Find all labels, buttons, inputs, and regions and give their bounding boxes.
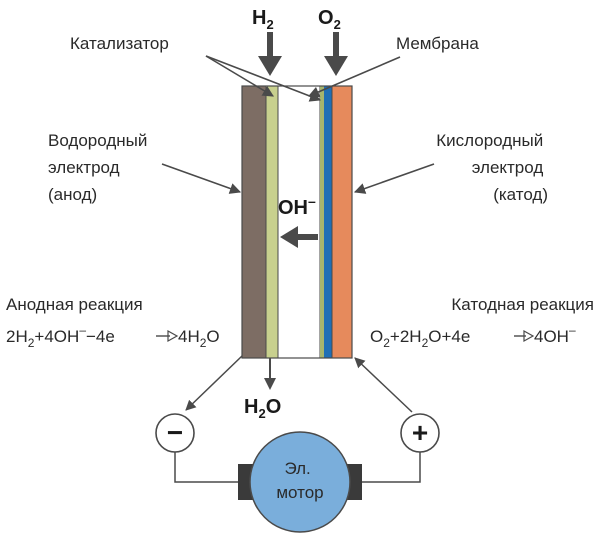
anode-reaction-equation: 2H2+4OH–−4e (6, 323, 115, 350)
wire-motor-to-plus (362, 452, 421, 483)
membrane-label: Мембрана (396, 34, 479, 53)
cathode-reaction-equation: O2+2H2O+4e (370, 327, 470, 350)
svg-text:+: + (412, 417, 428, 448)
cathode-reaction-title: Катодная реакция (451, 295, 594, 314)
electric-motor: Эл. мотор (238, 431, 362, 533)
oxygen-electrode-label: Кислородный электрод (катод) (436, 131, 548, 204)
anode-catalyst-layer (265, 85, 279, 359)
wire-minus-to-motor (174, 452, 240, 483)
catalyst-pointer-left (205, 55, 274, 97)
cathode-pointer (353, 163, 435, 194)
membrane-pointer (307, 56, 401, 98)
cathode-reaction-product: 4OH– (534, 323, 576, 346)
anode-pointer (161, 163, 242, 194)
wire-plus-to-cathode (354, 357, 413, 413)
o2-label: O2 (318, 7, 341, 32)
hydroxide-ion-label: OH– (278, 193, 316, 219)
anode-electrode (241, 85, 267, 359)
catalyst-pointer-right (205, 55, 322, 102)
anode-reaction-title: Анодная реакция (6, 295, 143, 314)
catalyst-label: Катализатор (70, 34, 169, 53)
cathode-reaction-arrow (514, 329, 535, 343)
electrolyte-space (277, 85, 321, 359)
ion-flow-arrow (280, 226, 318, 248)
cathode-electrode (331, 85, 353, 359)
anode-reaction-arrow (156, 329, 179, 343)
o2-inlet-arrow (324, 32, 348, 76)
fuel-cell (241, 85, 353, 359)
membrane-layer (324, 86, 332, 358)
positive-terminal: + (400, 413, 440, 453)
cathode-catalyst-layer (320, 86, 324, 358)
anode-reaction-product: 4H2O (178, 327, 220, 350)
hydrogen-electrode-label: Водородный электрод (анод) (48, 131, 152, 204)
water-outlet-arrow (264, 358, 276, 390)
motor-label: Эл. мотор (276, 459, 323, 502)
wire-anode-to-minus (185, 355, 243, 411)
negative-terminal: − (155, 413, 195, 453)
svg-text:−: − (167, 417, 183, 448)
h2-inlet-arrow (258, 32, 282, 76)
h2-label: H2 (252, 7, 274, 32)
water-label: H2O (244, 396, 281, 421)
